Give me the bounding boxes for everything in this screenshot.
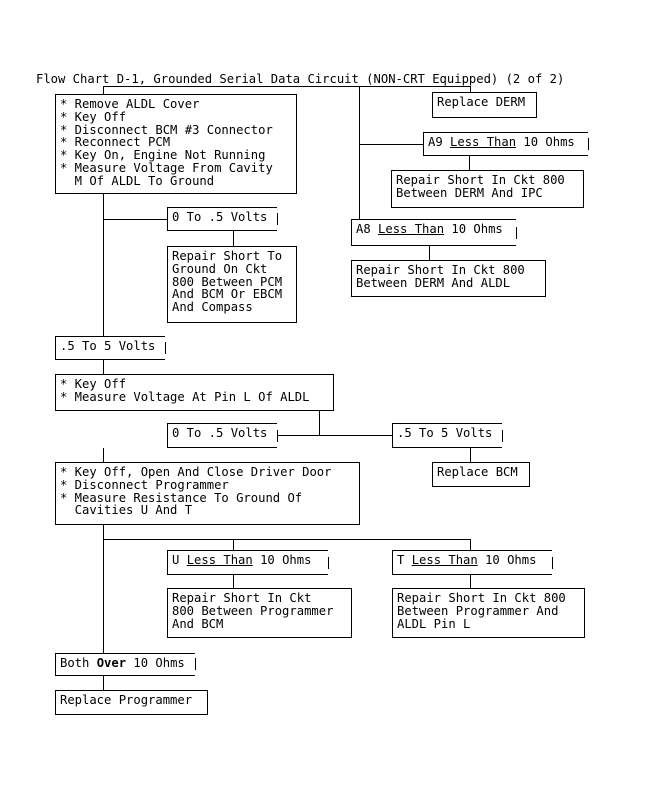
a9-ohms: 10 Ohms <box>516 135 575 149</box>
a9-label: A9 <box>428 135 451 149</box>
connector-u-to-repair <box>233 575 234 588</box>
box-end-tick <box>328 557 329 569</box>
connector-a8-to-repair <box>429 246 430 260</box>
repair-short-derm-aldl-box: Repair Short In Ckt 800 Between DERM And… <box>351 260 546 297</box>
connector-step3-hbar <box>103 539 471 540</box>
step3-measure-resistance-box: * Key Off, Open And Close Driver Door * … <box>55 462 360 525</box>
replace-bcm-box: Replace BCM <box>432 462 530 487</box>
zero-to-half-volts-box-b: 0 To .5 Volts <box>167 423 277 448</box>
connector-right-trunk <box>359 86 360 219</box>
replace-programmer-box: Replace Programmer <box>55 690 208 715</box>
connector-to-u-box <box>233 539 234 550</box>
connector-title-to-step1 <box>103 86 104 94</box>
both-over: Over <box>96 656 127 670</box>
u-less-than-10-ohms-box: U Less Than 10 Ohms <box>167 550 328 575</box>
connector-a9-to-repair <box>469 156 470 170</box>
repair-short-programmer-bcm-box: Repair Short In Ckt 800 Between Programm… <box>167 588 352 638</box>
u-less-than: Less Than <box>186 553 253 567</box>
connector-to-0-5-volts-a <box>103 219 168 220</box>
t-label: T <box>397 553 412 567</box>
connector-half-5-to-step2 <box>103 360 104 374</box>
a8-ohms: 10 Ohms <box>444 222 503 236</box>
u-label: U <box>172 553 187 567</box>
box-end-tick <box>277 430 278 442</box>
step2-measure-pin-l-box: * Key Off * Measure Voltage At Pin L Of … <box>55 374 334 411</box>
a8-less-than: Less Than <box>378 222 445 236</box>
both-over-10-ohms-box: Both Over 10 Ohms <box>55 653 195 676</box>
repair-short-programmer-aldl-box: Repair Short In Ckt 800 Between Programm… <box>392 588 585 638</box>
zero-to-half-volts-box-a: 0 To .5 Volts <box>167 207 277 231</box>
connector-step2-branch <box>319 411 320 436</box>
connector-t-to-repair <box>470 575 471 588</box>
connector-title-bar <box>103 86 471 87</box>
box-end-tick <box>195 658 196 670</box>
u-ohms: 10 Ohms <box>252 553 312 567</box>
t-less-than-10-ohms-box: T Less Than 10 Ohms <box>392 550 552 575</box>
box-end-tick <box>502 430 503 442</box>
connector-step2-hbar <box>276 435 392 436</box>
replace-derm-box: Replace DERM <box>432 92 537 118</box>
box-end-tick <box>588 138 589 150</box>
connector-half-5-b-to-replace-bcm <box>470 448 471 462</box>
a9-less-than-10-ohms-box: A9 Less Than 10 Ohms <box>423 132 588 156</box>
repair-short-derm-ipc-box: Repair Short In Ckt 800 Between DERM And… <box>391 170 584 208</box>
t-ohms: 10 Ohms <box>477 553 537 567</box>
connector-0-5-to-repair <box>233 231 234 246</box>
both-ohms: 10 Ohms <box>126 656 185 670</box>
connector-step3-trunk <box>103 525 104 653</box>
t-less-than: Less Than <box>411 553 478 567</box>
a9-less-than: Less Than <box>450 135 517 149</box>
box-end-tick <box>552 557 553 569</box>
box-end-tick <box>165 342 166 354</box>
a8-less-than-10-ohms-box: A8 Less Than 10 Ohms <box>351 219 516 246</box>
half-to-five-volts-box-b: .5 To 5 Volts <box>392 423 502 448</box>
both-label: Both <box>60 656 97 670</box>
connector-to-a9 <box>359 144 423 145</box>
connector-both-to-replace <box>103 676 104 690</box>
box-end-tick <box>516 227 517 239</box>
step1-measure-voltage-box: * Remove ALDL Cover * Key Off * Disconne… <box>55 94 297 194</box>
flow-chart-title: Flow Chart D-1, Grounded Serial Data Cir… <box>36 72 565 86</box>
connector-0-5-b-to-step3 <box>103 448 104 462</box>
connector-to-replace-derm <box>470 86 471 92</box>
box-end-tick <box>277 213 278 225</box>
a8-label: A8 <box>356 222 379 236</box>
connector-step1-trunk <box>103 194 104 336</box>
connector-to-t-box <box>470 539 471 550</box>
half-to-five-volts-box-a: .5 To 5 Volts <box>55 336 165 360</box>
repair-short-pcm-bcm-box: Repair Short To Ground On Ckt 800 Betwee… <box>167 246 297 323</box>
